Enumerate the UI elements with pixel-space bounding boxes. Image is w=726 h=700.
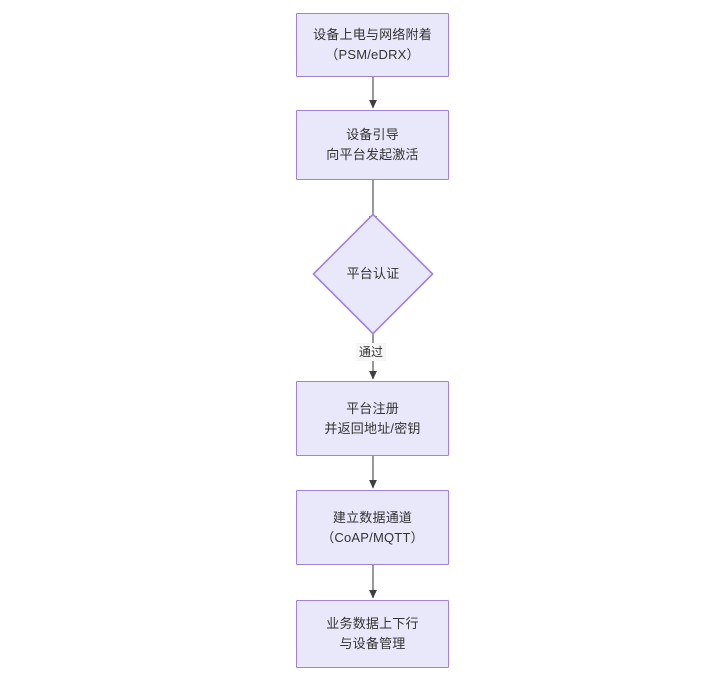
diamond-shape (312, 213, 434, 335)
node-platform-registration[interactable]: 平台注册 并返回地址/密钥 (296, 381, 449, 456)
node-label: 设备上电与网络附着 （PSM/eDRX） (313, 27, 432, 62)
edge-label-pass: 通过 (356, 343, 387, 361)
node-label: 业务数据上下行 与设备管理 (326, 616, 419, 651)
node-device-bootstrap[interactable]: 设备引导 向平台发起激活 (296, 110, 449, 180)
node-device-power-on[interactable]: 设备上电与网络附着 （PSM/eDRX） (296, 13, 449, 77)
node-label: 平台认证 (346, 266, 400, 281)
node-platform-authentication[interactable]: 平台认证 (312, 213, 434, 335)
node-business-data-and-device-management[interactable]: 业务数据上下行 与设备管理 (296, 600, 449, 668)
node-label: 平台注册 并返回地址/密钥 (324, 400, 421, 436)
node-label: 设备引导 向平台发起激活 (326, 127, 419, 162)
node-label: 建立数据通道 （CoAP/MQTT） (321, 509, 424, 545)
node-establish-data-channel[interactable]: 建立数据通道 （CoAP/MQTT） (296, 490, 449, 565)
